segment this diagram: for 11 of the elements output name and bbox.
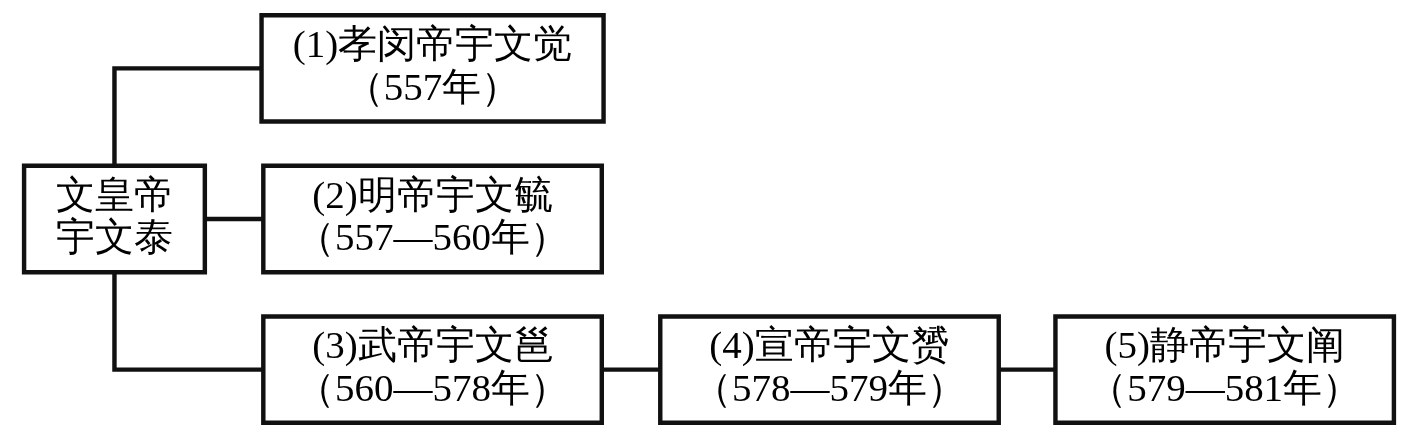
node-box: (5)静帝宇文阐 （579—581年）	[1052, 314, 1396, 425]
node-box: (2)明帝宇文毓 （557—560年）	[260, 163, 604, 275]
connector	[601, 367, 660, 372]
connector	[205, 216, 263, 222]
connector	[111, 272, 263, 372]
node-box: (1)孝闵帝宇文觉 （557年）	[258, 13, 606, 124]
connector	[998, 367, 1055, 372]
node-box: 文皇帝 宇文泰	[21, 163, 207, 275]
node-box: (4)宣帝宇文赟 （578—579年）	[657, 314, 1001, 425]
node-box: (3)武帝宇文邕 （560—578年）	[260, 314, 604, 425]
connector	[111, 66, 261, 166]
